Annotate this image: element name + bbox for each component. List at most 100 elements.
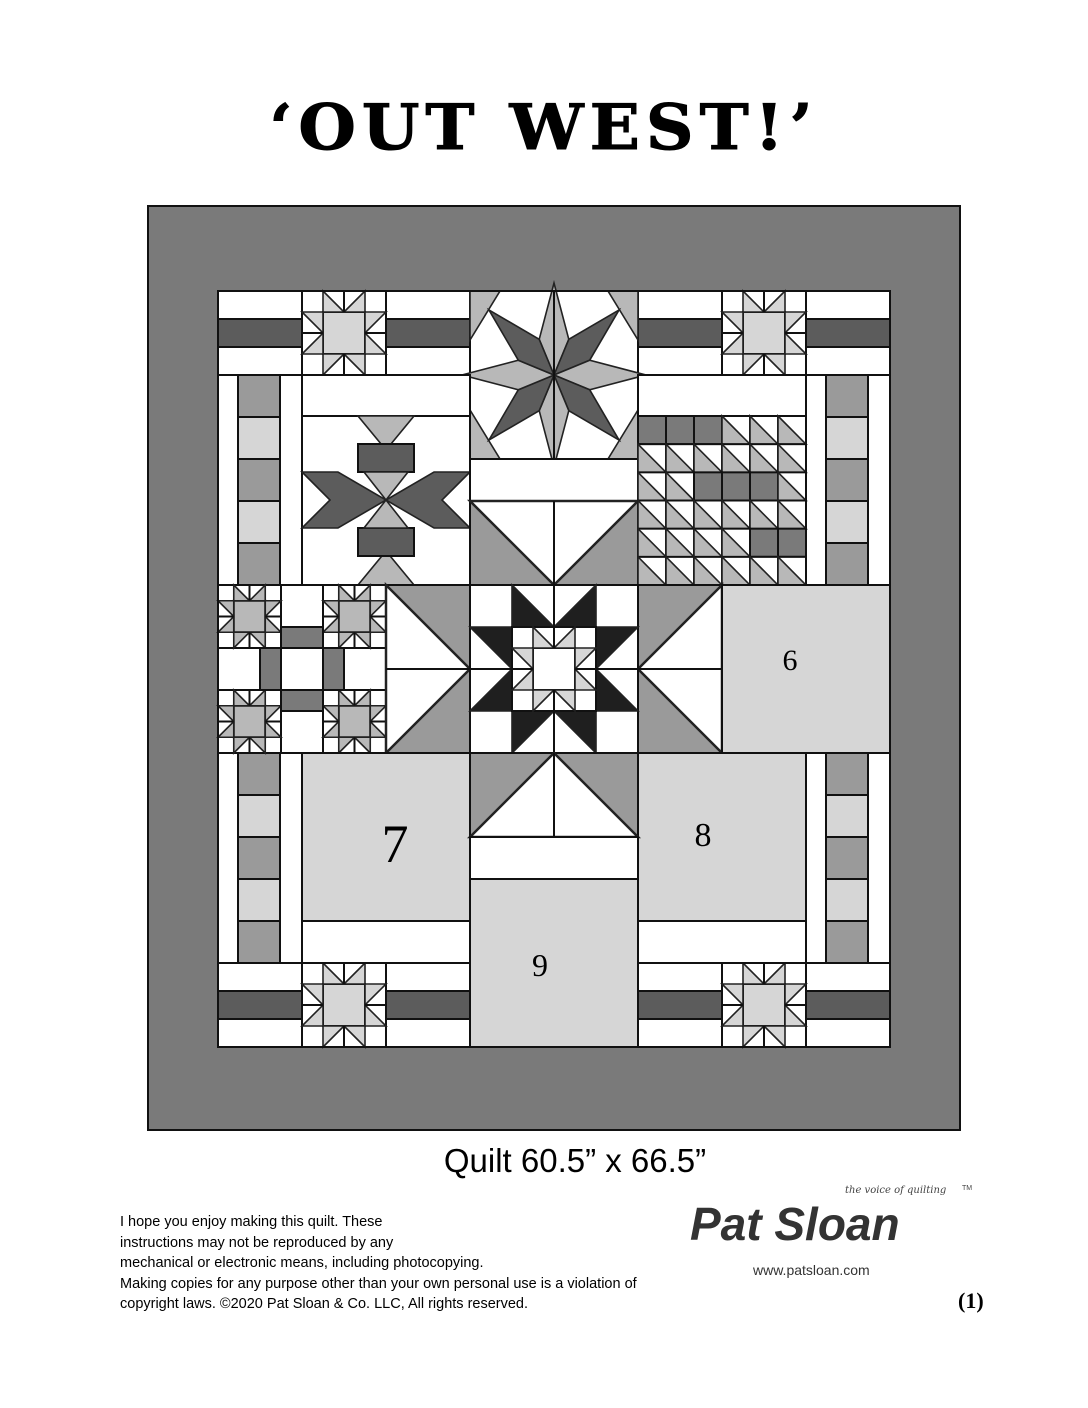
star-point bbox=[369, 614, 388, 634]
star-point bbox=[552, 689, 576, 713]
stripe bbox=[385, 318, 471, 348]
star-center bbox=[532, 647, 576, 691]
side-stripe bbox=[237, 458, 281, 502]
star-point bbox=[264, 614, 283, 634]
star-point bbox=[510, 647, 534, 671]
star-point bbox=[574, 647, 598, 671]
star-point bbox=[300, 983, 324, 1007]
side-stripe bbox=[237, 878, 281, 922]
star-point bbox=[342, 289, 366, 313]
logo-tagline: the voice of quilting bbox=[845, 1185, 947, 1196]
star-point bbox=[247, 736, 267, 755]
stripe bbox=[805, 962, 891, 992]
side-stripe bbox=[825, 920, 869, 964]
white-strip bbox=[637, 920, 807, 964]
side-stripe bbox=[825, 836, 869, 880]
page-number: (1) bbox=[958, 1288, 984, 1313]
notice-line: Making copies for any purpose other than… bbox=[120, 1275, 637, 1292]
dark-bar bbox=[357, 443, 415, 473]
star-point bbox=[742, 1025, 766, 1049]
star-point bbox=[510, 667, 534, 691]
star-point bbox=[247, 583, 267, 602]
star-point bbox=[321, 599, 340, 619]
star-point bbox=[552, 625, 576, 649]
star-point bbox=[264, 719, 283, 739]
star-center bbox=[337, 704, 372, 739]
star-point bbox=[364, 983, 388, 1007]
dark-arm bbox=[300, 471, 388, 529]
stripe bbox=[805, 990, 891, 1020]
stripe bbox=[805, 346, 891, 376]
stripe bbox=[637, 1018, 723, 1048]
star-point bbox=[321, 704, 340, 724]
side-stripe bbox=[825, 458, 869, 502]
star-diamond bbox=[486, 307, 556, 377]
star-center bbox=[322, 311, 366, 355]
side-stripe bbox=[237, 416, 281, 460]
stripe bbox=[385, 962, 471, 992]
stripe bbox=[217, 990, 303, 1020]
star-point bbox=[216, 704, 235, 724]
copyright-notice: I hope you enjoy making this quilt. Thes… bbox=[120, 1212, 637, 1315]
stripe bbox=[805, 1018, 891, 1048]
side-stripe bbox=[237, 836, 281, 880]
side-stripe bbox=[237, 374, 281, 418]
dark-square bbox=[777, 527, 807, 558]
star-point bbox=[264, 704, 283, 724]
quilt-size-caption: Quilt 60.5” x 66.5” bbox=[443, 1142, 707, 1179]
block-7 bbox=[301, 752, 471, 922]
star-point bbox=[720, 311, 744, 335]
dark-square bbox=[637, 415, 667, 446]
side-stripe bbox=[825, 878, 869, 922]
star-point bbox=[232, 583, 252, 602]
stripe bbox=[385, 290, 471, 320]
dark-square bbox=[665, 415, 695, 446]
star-point bbox=[321, 719, 340, 739]
star-point bbox=[364, 1003, 388, 1027]
website-link[interactable]: www.patsloan.com bbox=[753, 1262, 870, 1278]
star-point bbox=[352, 631, 372, 650]
block-9 bbox=[469, 878, 639, 1048]
star-point bbox=[784, 331, 808, 355]
stripe bbox=[385, 346, 471, 376]
star-point bbox=[784, 983, 808, 1007]
block-8 bbox=[637, 752, 807, 922]
trademark: TM bbox=[962, 1185, 973, 1192]
notice-line: copyright laws. ©2020 Pat Sloan & Co. LL… bbox=[120, 1296, 529, 1312]
stripe bbox=[805, 318, 891, 348]
star-point bbox=[369, 719, 388, 739]
light-diamond bbox=[362, 498, 410, 529]
stripe bbox=[217, 290, 303, 320]
dark-bar bbox=[280, 689, 324, 712]
star-point bbox=[322, 1025, 346, 1049]
star-point bbox=[364, 331, 388, 355]
dark-bar bbox=[322, 647, 345, 691]
star-point bbox=[216, 719, 235, 739]
star-point bbox=[300, 1003, 324, 1027]
pat-sloan-logo: Pat Sloan bbox=[690, 1198, 900, 1250]
dark-arm bbox=[384, 471, 472, 529]
star-point bbox=[369, 599, 388, 619]
star-center bbox=[742, 311, 786, 355]
star-point bbox=[720, 1003, 744, 1027]
stripe bbox=[217, 346, 303, 376]
star-point bbox=[232, 736, 252, 755]
star-center bbox=[337, 599, 372, 634]
side-stripe bbox=[237, 920, 281, 964]
star-point bbox=[300, 311, 324, 335]
center-outline bbox=[217, 290, 891, 1048]
white-strip bbox=[301, 374, 471, 417]
block-number-8: 8 bbox=[695, 817, 712, 854]
side-stripe bbox=[825, 500, 869, 544]
star-point bbox=[762, 961, 786, 985]
star-point bbox=[532, 689, 556, 713]
star-point bbox=[321, 614, 340, 634]
side-stripe bbox=[237, 500, 281, 544]
star-point bbox=[232, 631, 252, 650]
star-point bbox=[337, 688, 357, 707]
block-number-9: 9 bbox=[532, 947, 548, 983]
stripe bbox=[385, 1018, 471, 1048]
white-strip bbox=[301, 920, 471, 964]
star-point bbox=[352, 736, 372, 755]
